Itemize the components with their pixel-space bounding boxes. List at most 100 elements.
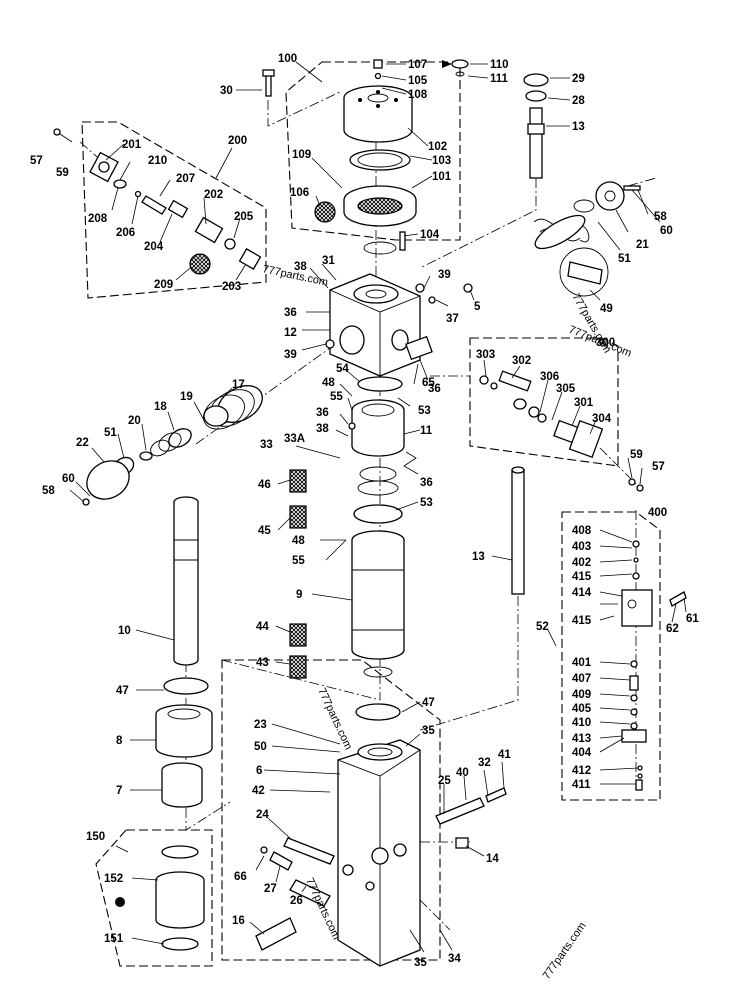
label-106: 106	[290, 187, 309, 199]
label-61: 61	[686, 613, 699, 625]
label-21: 21	[636, 239, 649, 251]
label-408: 408	[572, 525, 592, 537]
front-body-6	[337, 739, 421, 967]
label-65: 65	[422, 377, 435, 389]
label-52: 52	[536, 621, 549, 633]
label-405: 405	[572, 703, 592, 715]
label-415-lower: 415	[572, 615, 592, 627]
label-104: 104	[420, 229, 440, 241]
label-304: 304	[592, 413, 612, 425]
label-29: 29	[572, 73, 585, 85]
label-39-top: 39	[438, 269, 451, 281]
label-9: 9	[296, 589, 302, 601]
label-302: 302	[512, 355, 531, 367]
label-57-right: 57	[652, 461, 665, 473]
label-50: 50	[254, 741, 267, 753]
label-36-head: 36	[284, 307, 297, 319]
label-109: 109	[292, 149, 311, 161]
bushing-8	[155, 704, 213, 758]
label-204: 204	[144, 241, 164, 253]
label-43: 43	[256, 657, 269, 669]
label-57-top: 57	[30, 155, 43, 167]
label-210: 210	[148, 155, 167, 167]
part-labels: 100 107 105 108 110 111 29 28 13 30 102 …	[30, 53, 699, 969]
label-36-sleeve: 36	[316, 407, 329, 419]
label-151: 151	[104, 933, 124, 945]
label-412: 412	[572, 765, 591, 777]
label-39-head: 39	[284, 349, 297, 361]
label-58-left: 58	[42, 485, 55, 497]
label-40: 40	[456, 767, 469, 779]
label-19: 19	[180, 391, 193, 403]
label-202: 202	[204, 189, 223, 201]
label-402: 402	[572, 557, 591, 569]
label-53-lower: 53	[420, 497, 433, 509]
sleeve-11	[289, 376, 405, 529]
label-34: 34	[448, 953, 461, 965]
label-48-lower: 48	[292, 535, 305, 547]
label-27: 27	[264, 883, 277, 895]
label-33A: 33A	[284, 433, 305, 445]
body-area-box	[221, 659, 441, 961]
label-410: 410	[572, 717, 591, 729]
label-205: 205	[234, 211, 254, 223]
label-404: 404	[572, 747, 592, 759]
label-47-right: 47	[422, 697, 435, 709]
label-103: 103	[432, 155, 451, 167]
bushing-7	[161, 762, 203, 808]
label-45: 45	[258, 525, 271, 537]
label-10: 10	[118, 625, 131, 637]
valve-stem-top	[523, 73, 549, 179]
label-407: 407	[572, 673, 591, 685]
watermark-4: 777parts.com	[303, 876, 342, 941]
label-6: 6	[256, 765, 262, 777]
label-32: 32	[478, 757, 491, 769]
label-105: 105	[408, 75, 428, 87]
label-36-head-b: 36	[428, 383, 441, 395]
label-41: 41	[498, 749, 511, 761]
watermark-5: 777parts.com	[541, 920, 589, 981]
label-7: 7	[116, 785, 122, 797]
label-18: 18	[154, 401, 167, 413]
label-36-lower: 36	[420, 477, 433, 489]
label-300: 300	[596, 337, 615, 349]
label-150: 150	[86, 831, 105, 843]
group-200-box	[81, 121, 267, 299]
body-pins	[255, 787, 507, 951]
label-100: 100	[278, 53, 297, 65]
label-8: 8	[116, 735, 123, 747]
label-55-top: 55	[330, 391, 343, 403]
group-400-box	[561, 511, 661, 801]
label-28: 28	[572, 95, 585, 107]
label-107: 107	[408, 59, 427, 71]
label-110: 110	[490, 59, 509, 71]
label-60-left: 60	[62, 473, 75, 485]
label-53-top: 53	[418, 405, 431, 417]
label-415-top: 415	[572, 571, 592, 583]
label-38-top: 38	[294, 261, 307, 273]
label-409: 409	[572, 689, 591, 701]
label-47-left: 47	[116, 685, 129, 697]
label-11: 11	[420, 425, 433, 437]
label-35-top: 35	[422, 725, 435, 737]
label-25: 25	[438, 775, 451, 787]
label-413: 413	[572, 733, 591, 745]
label-22: 22	[76, 437, 89, 449]
label-152: 152	[104, 873, 123, 885]
label-401: 401	[572, 657, 592, 669]
label-206: 206	[116, 227, 135, 239]
label-101: 101	[432, 171, 452, 183]
label-58-right: 58	[654, 211, 667, 223]
label-26: 26	[290, 895, 303, 907]
label-59-top: 59	[56, 167, 69, 179]
label-44: 44	[256, 621, 269, 633]
label-414: 414	[572, 587, 592, 599]
seal-group-150	[115, 845, 205, 951]
label-301: 301	[574, 397, 594, 409]
group-150-box	[95, 829, 213, 967]
label-23: 23	[254, 719, 267, 731]
watermark-3: 777parts.com	[315, 686, 354, 751]
label-62: 62	[666, 623, 679, 635]
label-111: 111	[490, 73, 509, 85]
